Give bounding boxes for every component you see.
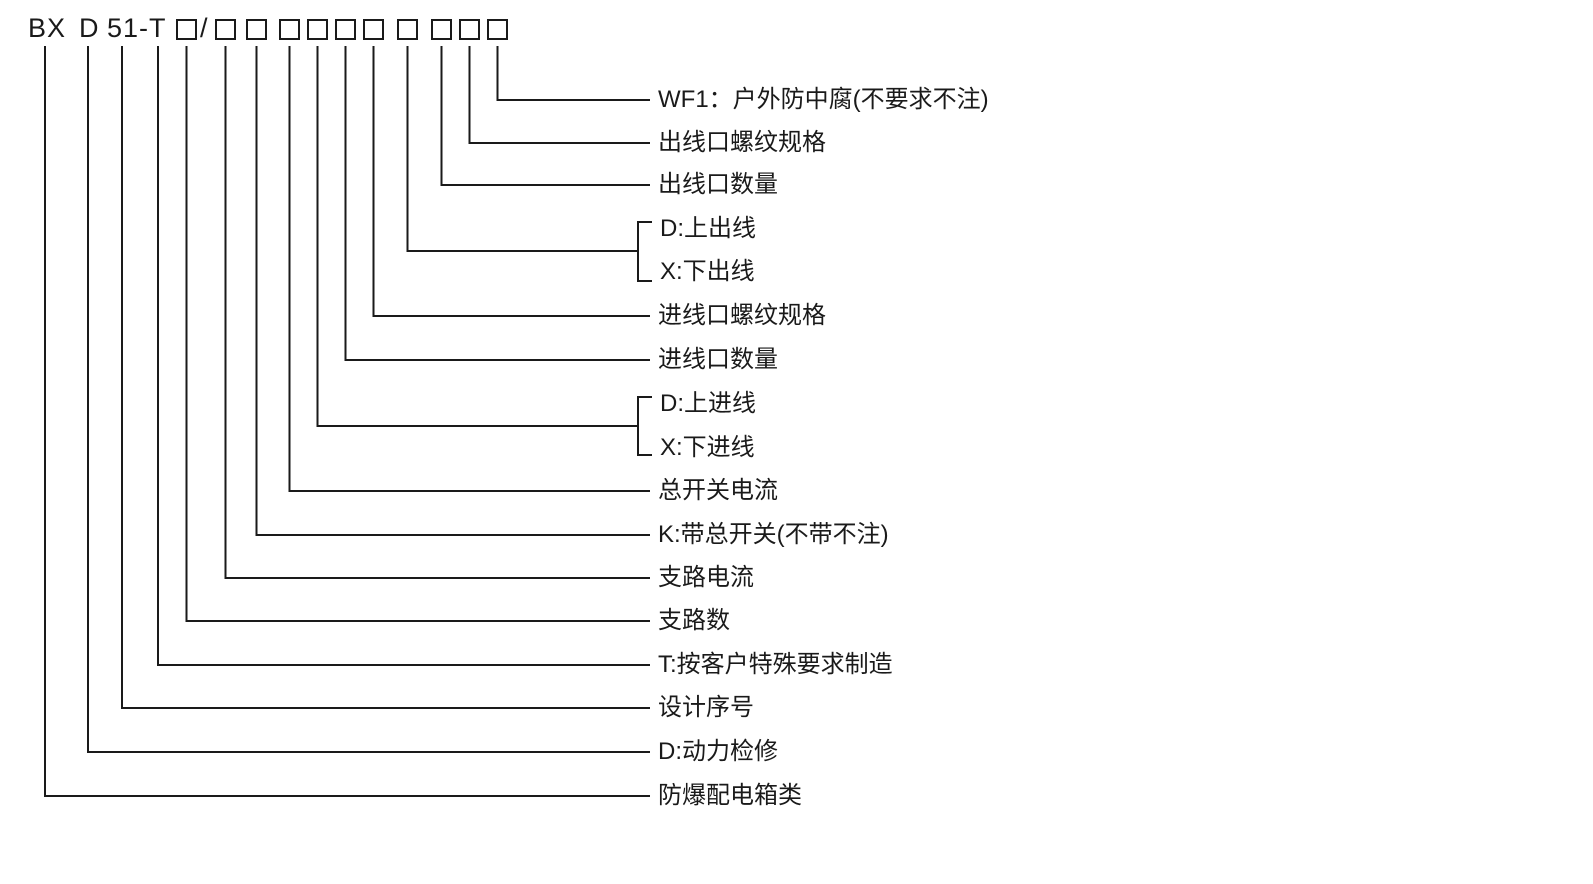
code-placeholder-box — [397, 19, 418, 40]
code-letter-d: D — [79, 13, 100, 43]
callout-label-main-switch-current: 总开关电流 — [658, 477, 778, 504]
connector-branch-count — [185, 46, 650, 622]
code-placeholder-box — [215, 19, 236, 40]
connector-outlet-count — [440, 46, 650, 186]
connector-inlet-thread-spec — [372, 46, 650, 317]
connector-main-switch-current — [288, 46, 650, 492]
connector-wf1 — [496, 46, 650, 101]
callout-label-design-serial: 设计序号 — [658, 694, 754, 721]
code-placeholder-box — [487, 19, 508, 40]
connector-outlet-thread-spec — [468, 46, 650, 144]
connector-outlet-direction — [406, 46, 638, 252]
code-placeholder-box — [246, 19, 267, 40]
code-placeholder-box — [335, 19, 356, 40]
callout-label-branch-count: 支路数 — [658, 607, 730, 634]
connector-power-maintenance — [87, 46, 650, 753]
callout-label-inlet-bottom: X:下进线 — [660, 434, 755, 461]
bracket-outlet-direction — [637, 221, 652, 282]
callout-label-inlet-thread-spec: 进线口螺纹规格 — [658, 302, 826, 329]
connector-main-switch — [255, 46, 650, 536]
connector-inlet-direction — [316, 46, 638, 427]
code-placeholder-box — [431, 19, 452, 40]
connector-category — [44, 46, 650, 797]
code-slash: / — [200, 13, 209, 43]
callout-label-outlet-bottom: X:下出线 — [660, 258, 755, 285]
callout-label-main-switch: K:带总开关(不带不注) — [658, 521, 889, 548]
code-placeholder-box — [176, 19, 197, 40]
callout-label-category: 防爆配电箱类 — [658, 782, 802, 809]
callout-label-branch-current: 支路电流 — [658, 564, 754, 591]
callout-label-power-maintenance: D:动力检修 — [658, 738, 778, 765]
callout-label-inlet-count: 进线口数量 — [658, 346, 778, 373]
bracket-inlet-direction — [637, 396, 652, 456]
code-placeholder-box — [363, 19, 384, 40]
callout-label-outlet-top: D:上出线 — [660, 215, 756, 242]
callout-label-outlet-thread-spec: 出线口螺纹规格 — [658, 129, 826, 156]
connector-branch-current — [224, 46, 650, 579]
connector-inlet-count — [344, 46, 650, 361]
code-placeholder-box — [279, 19, 300, 40]
connector-custom-order — [157, 46, 650, 666]
callout-label-inlet-top: D:上进线 — [660, 390, 756, 417]
callout-label-outlet-count: 出线口数量 — [658, 171, 778, 198]
callout-label-custom-order: T:按客户特殊要求制造 — [658, 651, 893, 678]
code-prefix: BX — [28, 13, 67, 43]
code-design-t: 51-T — [107, 13, 167, 43]
code-placeholder-box — [307, 19, 328, 40]
connector-design-serial — [121, 46, 650, 709]
code-placeholder-box — [459, 19, 480, 40]
callout-label-wf1: WF1：户外防中腐(不要求不注) — [658, 86, 989, 113]
